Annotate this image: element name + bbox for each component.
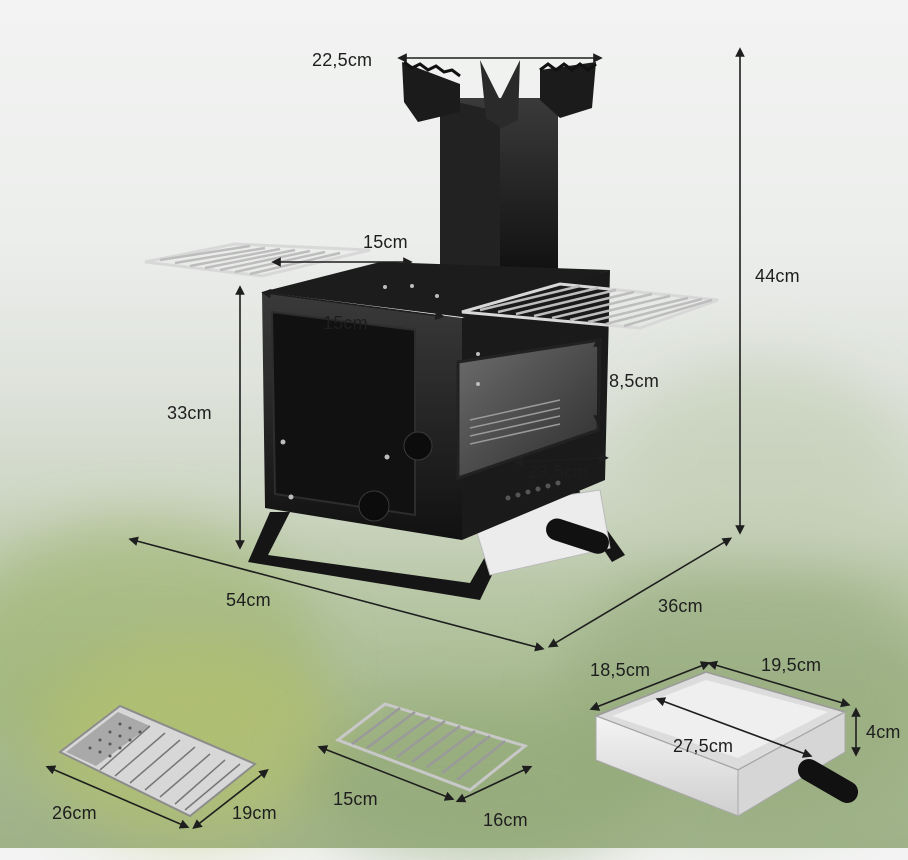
pot-support xyxy=(402,60,597,128)
label-mesh-rack-width: 26cm xyxy=(52,803,97,823)
label-top-depth: 15cm xyxy=(323,313,368,333)
label-mesh-rack-depth: 19cm xyxy=(232,803,277,823)
label-top-width: 22,5cm xyxy=(312,50,373,70)
air-holes xyxy=(505,480,561,501)
label-base-width: 54cm xyxy=(226,590,271,610)
stove-door xyxy=(270,310,416,517)
background-foliage xyxy=(620,360,900,560)
label-grill-rack-depth: 16cm xyxy=(483,810,528,830)
label-ash-tray-height: 4cm xyxy=(866,722,901,742)
dimension-lines xyxy=(128,47,745,652)
label-body-height: 33cm xyxy=(167,403,212,423)
dimension-lines xyxy=(317,745,533,803)
label-chimney-width: 15cm xyxy=(363,232,408,252)
label-ash-tray-width: 18,5cm xyxy=(590,660,651,680)
label-ash-tray-length: 27,5cm xyxy=(673,736,734,756)
door-knob xyxy=(358,490,390,522)
label-base-depth: 36cm xyxy=(658,596,703,616)
right-side-shelf xyxy=(461,282,719,330)
label-grill-rack-width: 15cm xyxy=(333,789,378,809)
glass-window xyxy=(456,338,602,481)
label-ash-tray-depth: 19,5cm xyxy=(761,655,822,675)
mesh-rack xyxy=(58,704,257,818)
door-knob xyxy=(403,431,433,461)
label-total-height: 44cm xyxy=(755,266,800,286)
label-window-width: 23,5cm xyxy=(528,462,589,482)
ash-tray-handle xyxy=(797,759,859,803)
wood-stove xyxy=(144,60,719,600)
dimension-lines xyxy=(45,765,269,829)
label-window-height: 8,5cm xyxy=(609,371,660,391)
dimension-lines xyxy=(589,660,861,758)
window-grate xyxy=(469,399,561,445)
screws xyxy=(280,284,480,500)
left-side-shelf xyxy=(144,242,371,278)
grill-rack xyxy=(334,702,529,792)
